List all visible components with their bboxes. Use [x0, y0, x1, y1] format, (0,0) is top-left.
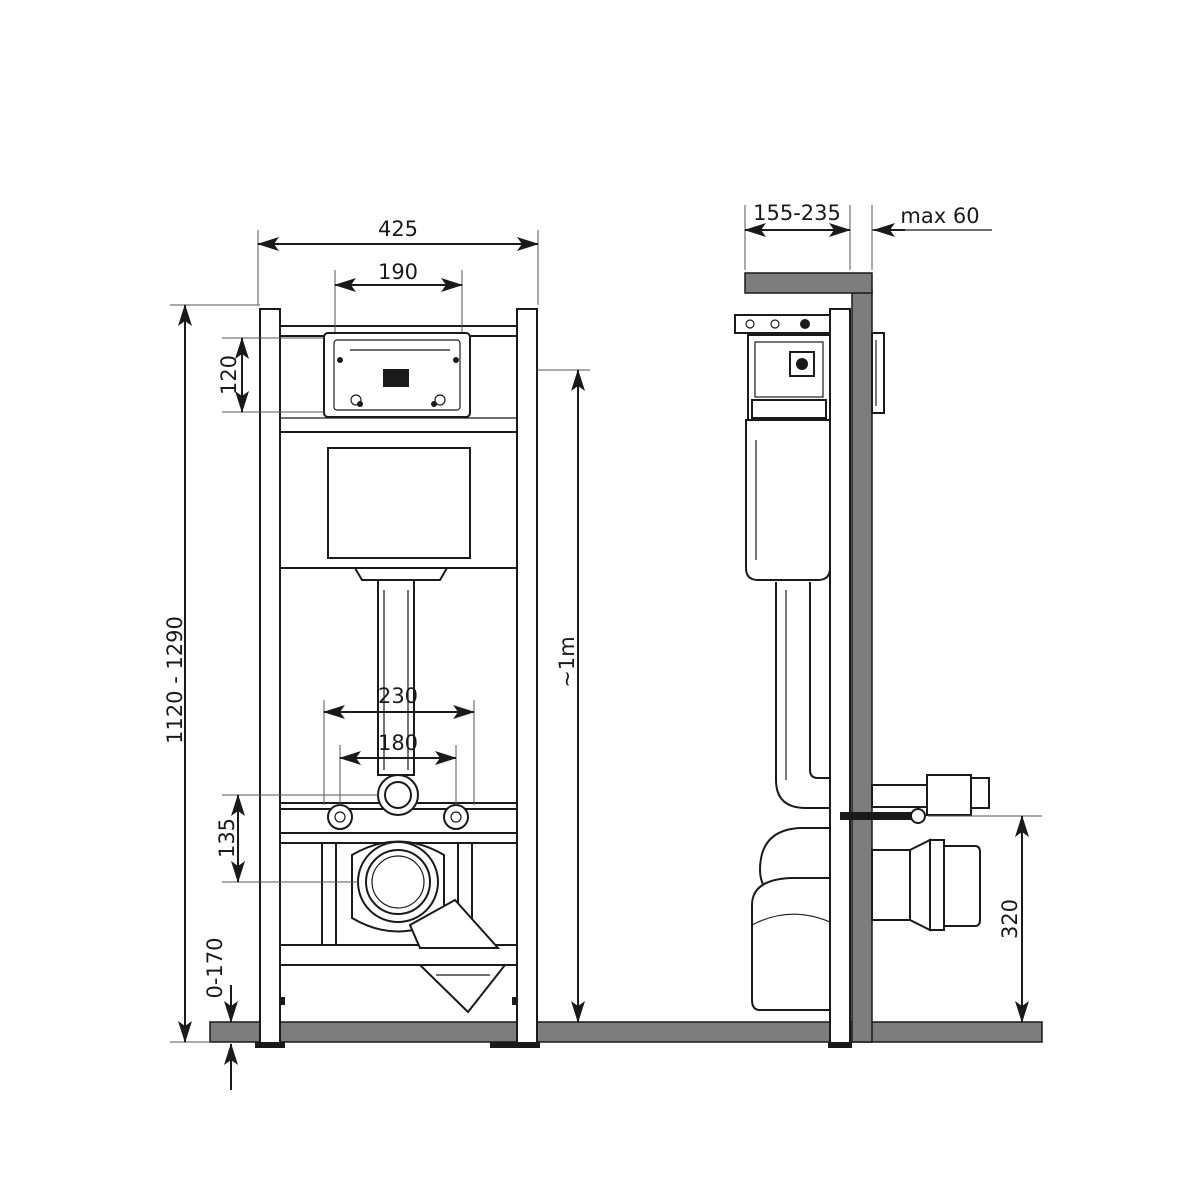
dim-135-label: 135 [215, 818, 239, 858]
side-view [734, 272, 990, 1048]
dim-425-label: 425 [378, 217, 418, 241]
dim-1m-label: ~1m [555, 636, 579, 687]
front-dimensions: 425 190 1120 - 1290 120 ~1m 230 180 [163, 217, 590, 1090]
dim-180-label: 180 [378, 731, 418, 755]
wall-section [851, 289, 873, 1043]
dim-230-label: 230 [378, 684, 418, 708]
front-frame [255, 308, 540, 1048]
side-dimensions: 155-235 max 60 320 [744, 201, 1042, 1023]
floor [209, 1021, 1043, 1043]
dim-1120-1290-label: 1120 - 1290 [163, 616, 187, 744]
dim-0-170-label: 0-170 [203, 937, 227, 998]
dim-190-label: 190 [378, 260, 418, 284]
dim-155-235-label: 155-235 [753, 201, 841, 225]
dim-max-60-label: max 60 [900, 204, 979, 228]
dim-320-label: 320 [998, 899, 1022, 939]
dim-120-label: 120 [217, 355, 241, 395]
wall-top-ledge [744, 272, 873, 294]
